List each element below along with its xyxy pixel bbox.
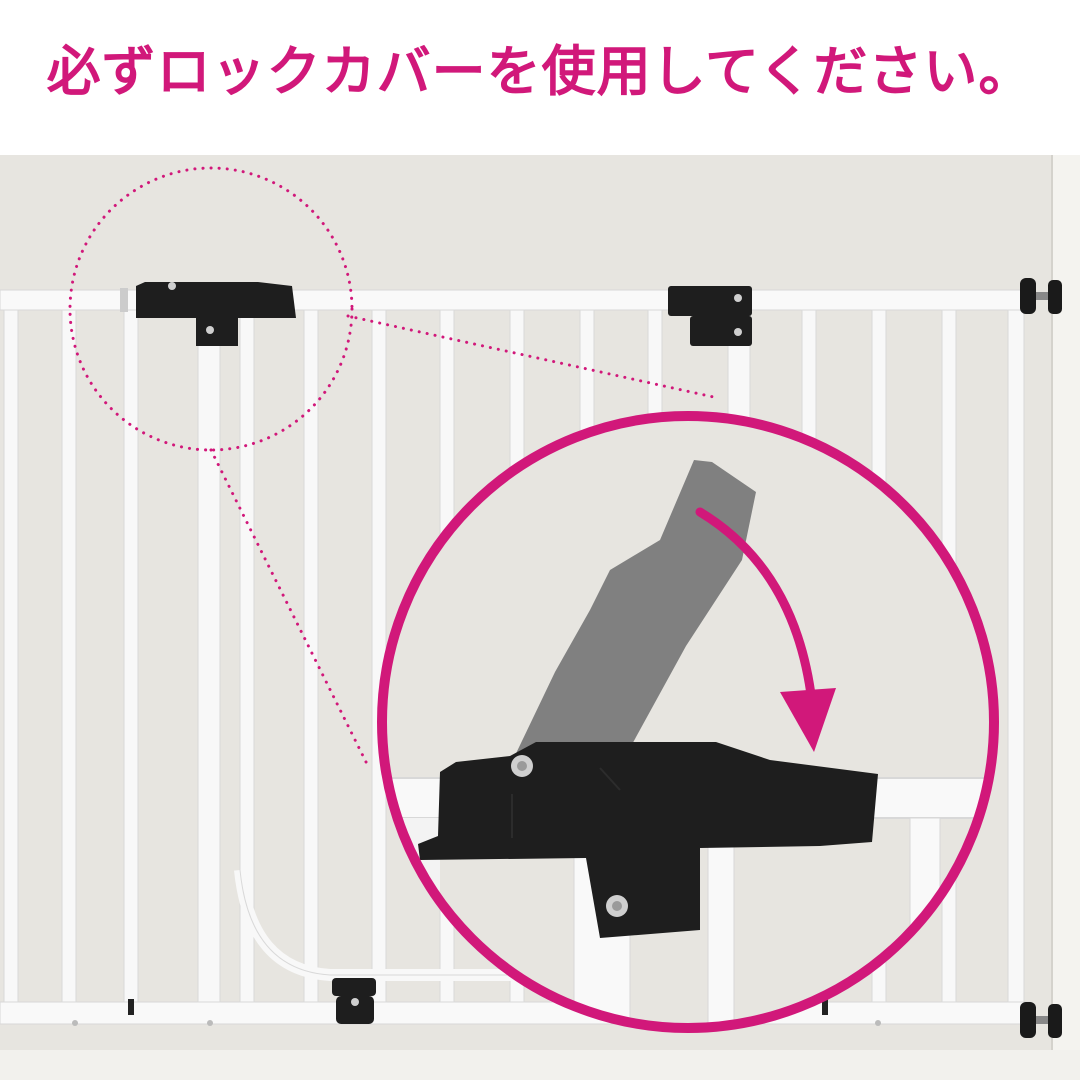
zoom-ring [377, 411, 999, 1033]
bottom-latch [332, 978, 376, 1024]
lock-body [418, 742, 878, 938]
floor-edge [0, 1050, 1080, 1080]
zoom-detail [382, 416, 994, 1028]
headline: 必ずロックカバーを使用してください。 [46, 40, 1034, 103]
curved-arrow-down-icon [695, 507, 836, 752]
wall-mount-top [1020, 278, 1062, 314]
hinge-block [668, 286, 752, 346]
wall-mount-bottom [1020, 1002, 1062, 1038]
screw-icon [168, 282, 176, 290]
header: 必ずロックカバーを使用してください。 [0, 0, 1080, 155]
gate-illustration [0, 155, 1080, 1080]
magnify-guide [68, 166, 720, 768]
gate-lock-small [136, 282, 296, 346]
lock-cover-raised [510, 460, 756, 766]
